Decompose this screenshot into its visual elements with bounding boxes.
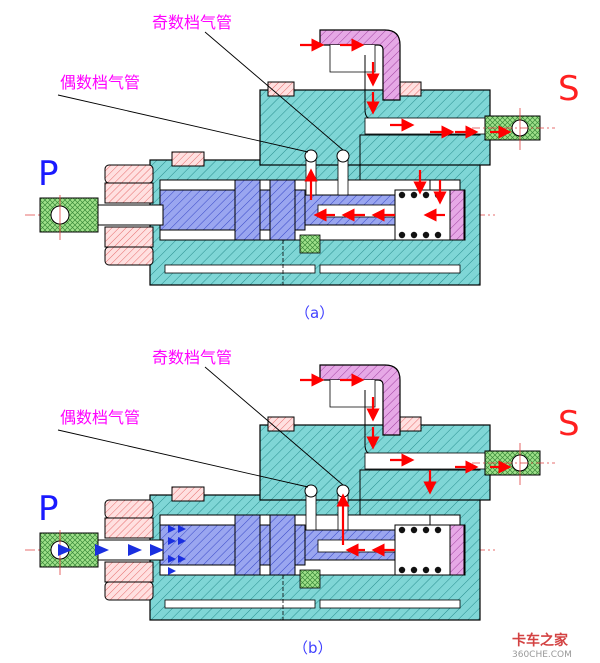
- even-leader-line-a: [57, 94, 309, 153]
- odd-leader-line-b: [204, 366, 344, 486]
- s-port-label-b: S: [558, 404, 580, 444]
- odd-gear-pipe-label-b: 奇数档气管: [152, 348, 232, 367]
- p-port-label-b: P: [38, 489, 59, 529]
- caption-a: （a）: [295, 304, 334, 322]
- p-port-label-a: P: [38, 154, 59, 194]
- panel-a: 奇数档气管 偶数档气管 P S （a）: [24, 13, 580, 322]
- even-gear-pipe-label-a: 偶数档气管: [60, 73, 140, 92]
- even-gear-pipe-label-b: 偶数档气管: [60, 408, 140, 427]
- odd-gear-pipe-label-a: 奇数档气管: [152, 13, 232, 32]
- valve-assembly-a: [24, 29, 556, 286]
- even-leader-line-b: [57, 429, 309, 488]
- blue-inlet-arrows-b: [58, 525, 186, 575]
- watermark: 卡车之家 360CHE.COM: [505, 628, 597, 660]
- watermark-brand: 卡车之家: [512, 632, 569, 649]
- odd-leader-line-a: [204, 31, 344, 151]
- s-port-label-a: S: [558, 69, 580, 109]
- caption-b: （b）: [293, 639, 333, 657]
- red-airflow-arrows-a: [300, 38, 512, 222]
- red-airflow-arrows-b: [300, 373, 512, 557]
- panel-b: 奇数档气管 偶数档气管 P S （b）: [24, 348, 580, 657]
- valve-assembly-b: [24, 364, 556, 621]
- watermark-site: 360CHE.COM: [512, 650, 572, 660]
